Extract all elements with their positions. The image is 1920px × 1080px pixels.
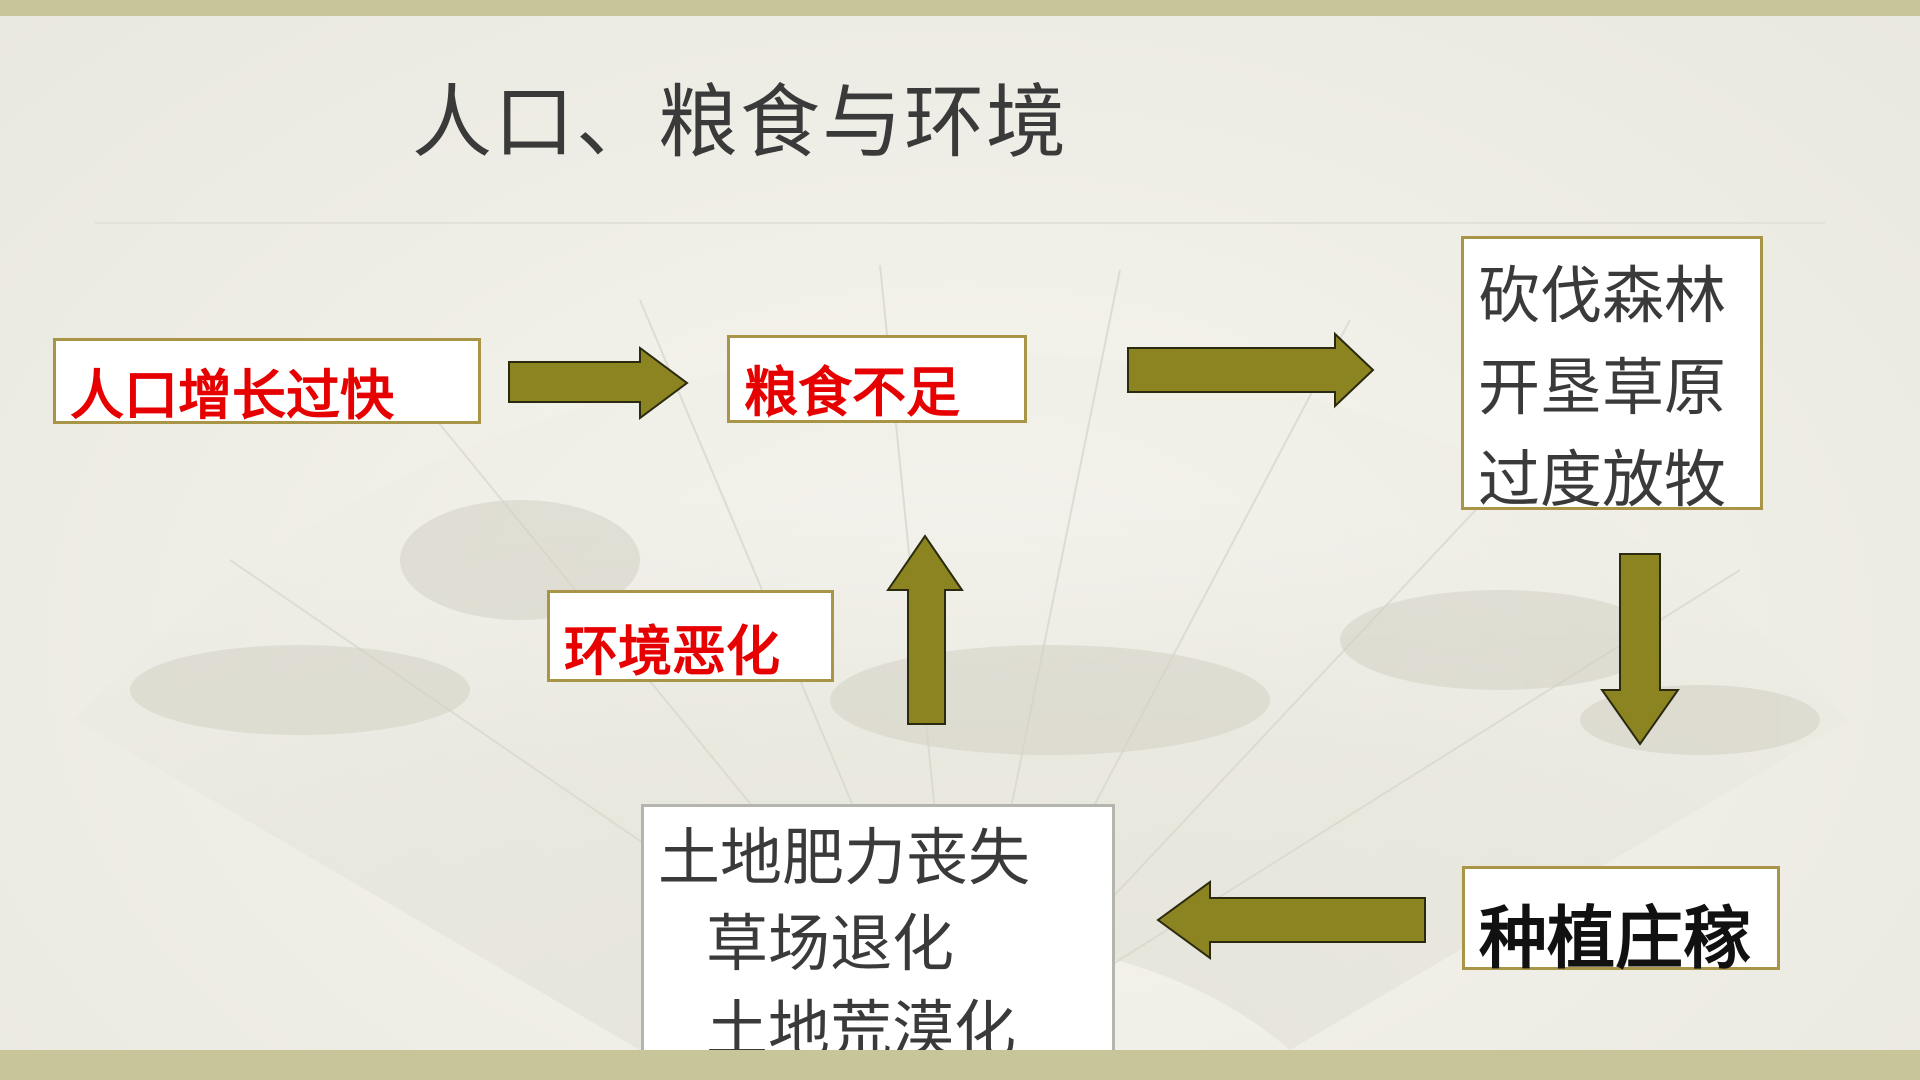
environment-deterioration-label: 环境恶化 [564,620,780,683]
consequence-soil-fertility-loss: 土地肥力丧失 [658,821,1031,894]
activity-overgrazing: 过度放牧 [1478,443,1727,516]
activity-reclaim-grassland: 开垦草原 [1478,351,1727,424]
food-shortage-label: 粮食不足 [744,361,960,424]
population-growth-box: 人口增长过快 [53,338,481,427]
environment-deterioration-box: 环境恶化 [547,590,834,683]
title-divider [95,222,1825,224]
activity-deforestation: 砍伐森林 [1478,259,1727,332]
page-title: 人口、粮食与环境 [412,76,1068,169]
top-band [0,0,1920,16]
consequences-box: 土地肥力丧失 草场退化 土地荒漠化 [641,804,1115,1072]
population-growth-label: 人口增长过快 [70,364,394,427]
planting-crops-label: 种植庄稼 [1479,900,1752,979]
consequence-grassland-degradation: 草场退化 [706,907,955,980]
food-shortage-box: 粮食不足 [727,335,1027,424]
planting-crops-box: 种植庄稼 [1462,866,1780,979]
human-activities-box: 砍伐森林 开垦草原 过度放牧 [1461,236,1763,516]
bottom-band [0,1050,1920,1080]
